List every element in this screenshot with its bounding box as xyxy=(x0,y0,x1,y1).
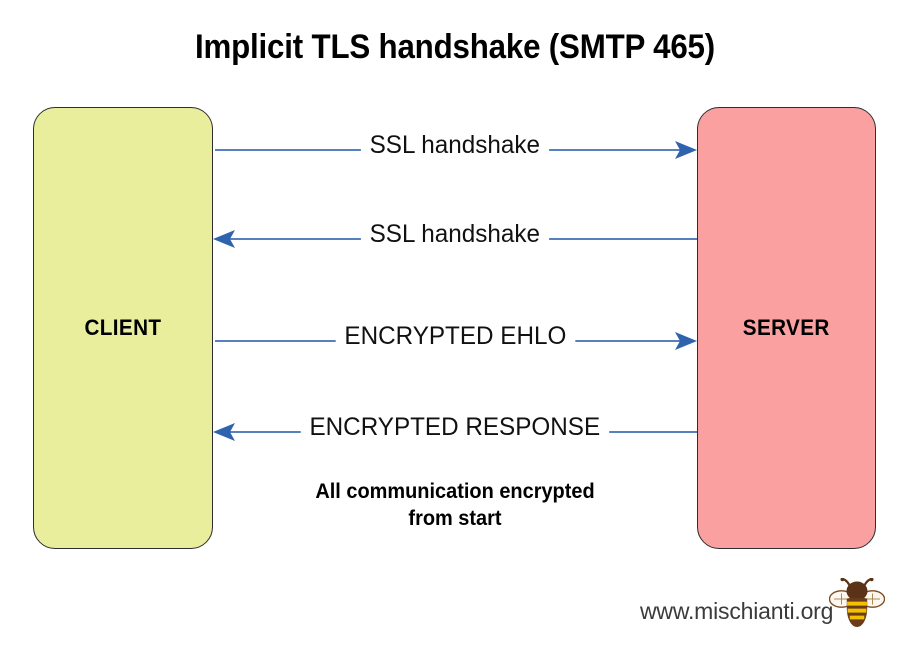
actor-box-client: CLIENT xyxy=(33,107,213,549)
message-row: ENCRYPTED EHLO xyxy=(213,319,697,363)
site-url-text: www.mischianti.org xyxy=(640,597,834,624)
message-row: ENCRYPTED RESPONSE xyxy=(213,410,697,454)
actor-box-server: SERVER xyxy=(697,107,876,549)
message-label: SSL handshake xyxy=(361,132,549,158)
message-label: SSL handshake xyxy=(361,221,549,247)
page-title: Implicit TLS handshake (SMTP 465) xyxy=(194,28,716,66)
actor-label-client: CLIENT xyxy=(84,315,162,340)
footnote-line-2: from start xyxy=(408,507,502,531)
message-row: SSL handshake xyxy=(213,217,697,261)
message-label: ENCRYPTED RESPONSE xyxy=(300,414,610,440)
footnote: All communication encrypted from start xyxy=(225,478,685,533)
actor-label-server: SERVER xyxy=(743,315,830,340)
footnote-line-1: All communication encrypted xyxy=(315,480,595,503)
bee-logo-icon xyxy=(829,578,886,627)
message-label: ENCRYPTED EHLO xyxy=(335,323,575,349)
message-row: SSL handshake xyxy=(213,128,697,172)
footer-branding: www.mischianti.org xyxy=(640,578,890,639)
